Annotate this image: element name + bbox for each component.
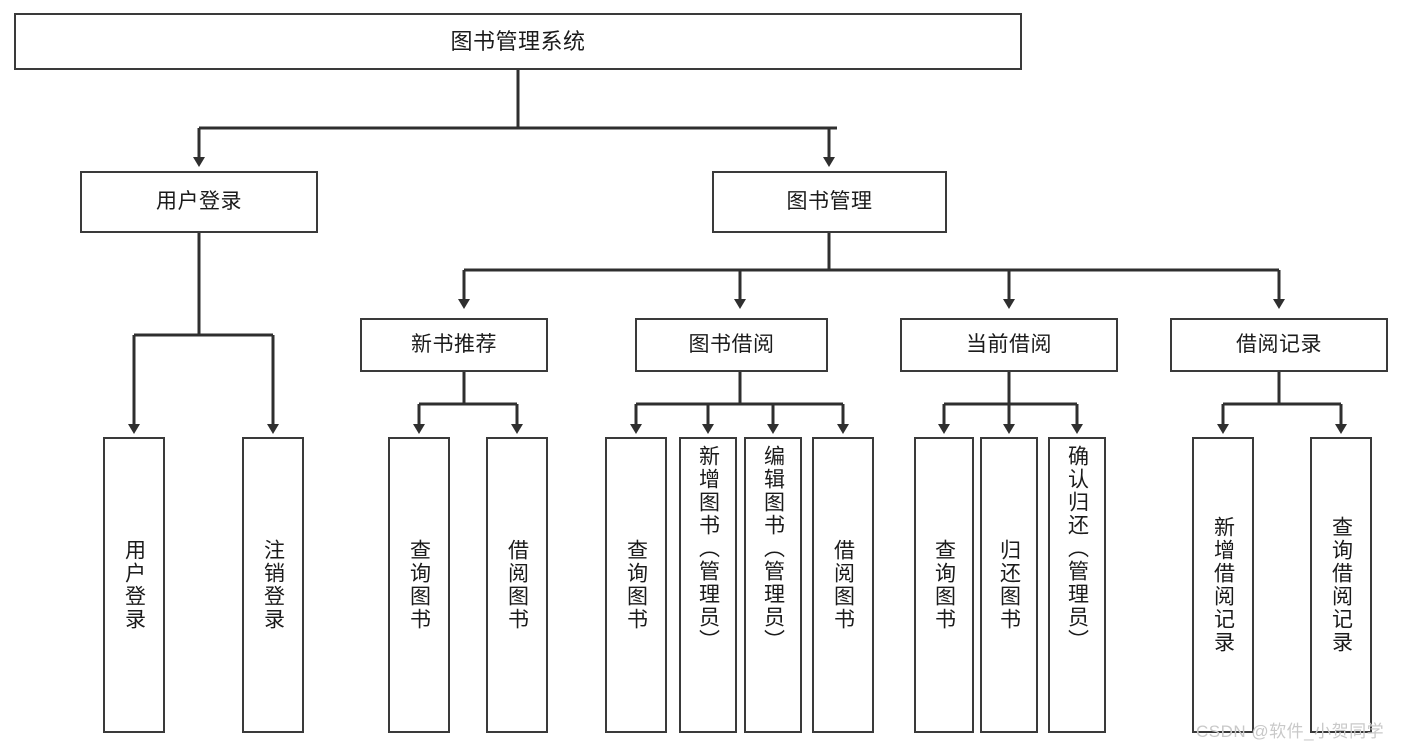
- leaf-confirm-return-label: 确认归还（管理员）: [1065, 445, 1089, 652]
- leaf-query-book-3[interactable]: 查询图书: [914, 437, 974, 733]
- leaf-user-logout[interactable]: 注销登录: [242, 437, 304, 733]
- node-root-label: 图书管理系统: [450, 28, 586, 54]
- leaf-borrow-book-2-label: 借阅图书: [831, 539, 855, 631]
- leaf-query-book-3-label: 查询图书: [932, 539, 956, 631]
- node-book-manage-label: 图书管理: [786, 189, 873, 213]
- node-book-borrow[interactable]: 图书借阅: [635, 318, 828, 372]
- leaf-user-logout-label: 注销登录: [261, 539, 285, 631]
- leaf-query-book-1-label: 查询图书: [407, 539, 431, 631]
- leaf-user-login[interactable]: 用户登录: [103, 437, 165, 733]
- leaf-edit-book-label: 编辑图书（管理员）: [761, 445, 785, 652]
- leaf-add-record[interactable]: 新增借阅记录: [1192, 437, 1254, 733]
- node-current-borrow[interactable]: 当前借阅: [900, 318, 1118, 372]
- leaf-query-book-2[interactable]: 查询图书: [605, 437, 667, 733]
- leaf-add-book[interactable]: 新增图书（管理员）: [679, 437, 737, 733]
- node-root[interactable]: 图书管理系统: [14, 13, 1022, 70]
- node-new-book-rec-label: 新书推荐: [411, 332, 497, 356]
- node-book-manage[interactable]: 图书管理: [712, 171, 947, 233]
- leaf-query-record-label: 查询借阅记录: [1329, 516, 1353, 654]
- leaf-user-login-label: 用户登录: [122, 539, 146, 631]
- node-new-book-rec[interactable]: 新书推荐: [360, 318, 548, 372]
- node-book-borrow-label: 图书借阅: [688, 332, 775, 356]
- node-borrow-record-label: 借阅记录: [1236, 332, 1322, 356]
- leaf-borrow-book-1-label: 借阅图书: [505, 539, 529, 631]
- leaf-add-record-label: 新增借阅记录: [1211, 516, 1235, 654]
- csdn-watermark: CSDN @软件_小贺同学: [1196, 722, 1385, 741]
- leaf-borrow-book-2[interactable]: 借阅图书: [812, 437, 874, 733]
- leaf-query-book-2-label: 查询图书: [624, 539, 648, 631]
- leaf-borrow-book-1[interactable]: 借阅图书: [486, 437, 548, 733]
- leaf-edit-book[interactable]: 编辑图书（管理员）: [744, 437, 802, 733]
- node-user-login-label: 用户登录: [156, 189, 242, 213]
- leaf-return-book[interactable]: 归还图书: [980, 437, 1038, 733]
- node-current-borrow-label: 当前借阅: [966, 332, 1052, 356]
- node-borrow-record[interactable]: 借阅记录: [1170, 318, 1388, 372]
- leaf-return-book-label: 归还图书: [997, 539, 1021, 631]
- leaf-confirm-return[interactable]: 确认归还（管理员）: [1048, 437, 1106, 733]
- leaf-query-record[interactable]: 查询借阅记录: [1310, 437, 1372, 733]
- leaf-query-book-1[interactable]: 查询图书: [388, 437, 450, 733]
- node-user-login[interactable]: 用户登录: [80, 171, 318, 233]
- leaf-add-book-label: 新增图书（管理员）: [696, 445, 720, 652]
